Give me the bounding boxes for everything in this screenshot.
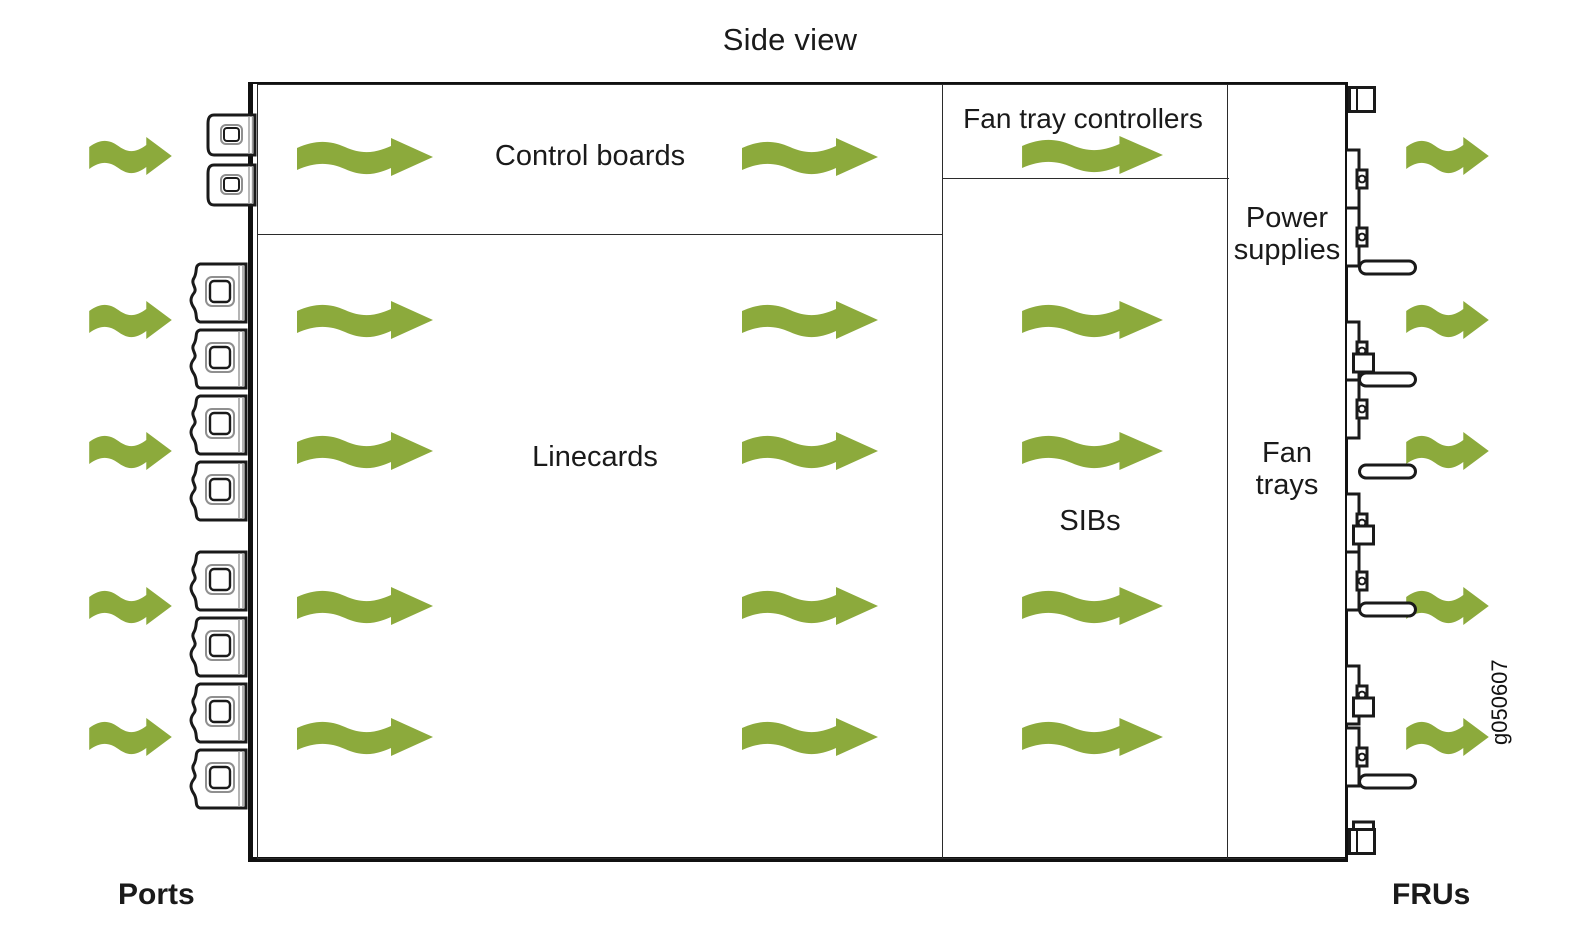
- airflow-arrow: [1020, 583, 1165, 629]
- fru-handle[interactable]: [1358, 462, 1418, 487]
- airflow-arrow: [740, 428, 880, 474]
- label-sibs: SIBs: [1059, 505, 1121, 537]
- label-power-supplies: Power supplies: [1228, 202, 1346, 267]
- airflow-arrow: [740, 583, 880, 629]
- chassis-right-edge: [1345, 84, 1348, 860]
- airflow-arrow: [1020, 132, 1165, 178]
- fru-latch[interactable]: [1345, 206, 1371, 273]
- airflow-arrow: [88, 133, 173, 179]
- port-module-small[interactable]: [205, 163, 263, 207]
- port-module-large[interactable]: [188, 460, 254, 522]
- fru-latch[interactable]: [1345, 378, 1371, 445]
- airflow-arrow: [1405, 583, 1490, 629]
- airflow-arrow: [1020, 297, 1165, 343]
- port-module-large[interactable]: [188, 748, 254, 810]
- airflow-arrow: [88, 297, 173, 343]
- airflow-arrow: [1405, 428, 1490, 474]
- airflow-arrow: [295, 134, 435, 180]
- label-fan-trays-line1: Fan: [1262, 437, 1312, 469]
- fru-latch[interactable]: [1345, 726, 1371, 793]
- airflow-arrow: [1405, 297, 1490, 343]
- label-control-boards: Control boards: [494, 140, 686, 172]
- label-fan-trays-line2: trays: [1255, 469, 1319, 502]
- fru-handle[interactable]: [1358, 258, 1418, 283]
- airflow-arrow: [1020, 428, 1165, 474]
- fru-handle[interactable]: [1358, 600, 1418, 625]
- airflow-arrow: [88, 428, 173, 474]
- fru-top-connector: [1348, 86, 1378, 119]
- page-title: Side view: [722, 22, 858, 57]
- fru-latch[interactable]: [1345, 148, 1371, 215]
- port-module-large[interactable]: [188, 550, 254, 612]
- fru-connector-tab: [1352, 524, 1376, 551]
- chassis-inner-panel: [257, 84, 1348, 859]
- label-power-supplies-line2: supplies: [1233, 234, 1341, 267]
- airflow-arrow: [295, 583, 435, 629]
- divider-sib-section: [942, 84, 943, 859]
- port-module-large[interactable]: [188, 682, 254, 744]
- fru-connector-tab: [1352, 696, 1376, 723]
- fru-handle[interactable]: [1358, 772, 1418, 797]
- port-module-large[interactable]: [188, 262, 254, 324]
- airflow-arrow: [295, 428, 435, 474]
- port-module-large[interactable]: [188, 394, 254, 456]
- port-module-large[interactable]: [188, 328, 254, 390]
- divider-fru-section: [1227, 84, 1228, 859]
- airflow-arrow: [295, 297, 435, 343]
- label-linecards: Linecards: [532, 441, 658, 473]
- airflow-arrow: [88, 583, 173, 629]
- label-fan-trays: Fan trays: [1228, 437, 1346, 502]
- airflow-arrow: [1405, 133, 1490, 179]
- airflow-arrow: [1020, 714, 1165, 760]
- caption-ports: Ports: [118, 878, 195, 911]
- divider-control-boards: [257, 234, 943, 235]
- fru-latch[interactable]: [1345, 550, 1371, 617]
- port-module-large[interactable]: [188, 616, 254, 678]
- airflow-arrow: [88, 714, 173, 760]
- airflow-arrow: [295, 714, 435, 760]
- airflow-arrow: [740, 714, 880, 760]
- airflow-arrow: [740, 297, 880, 343]
- divider-fan-tray-controllers: [942, 178, 1229, 179]
- caption-frus: FRUs: [1392, 878, 1471, 911]
- airflow-arrow: [740, 134, 880, 180]
- fru-handle[interactable]: [1358, 370, 1418, 395]
- figure-id-watermark: g050607: [1487, 659, 1512, 745]
- fru-top-connector: [1348, 828, 1378, 861]
- label-fan-tray-controllers: Fan tray controllers: [963, 103, 1203, 134]
- airflow-arrow: [1405, 714, 1490, 760]
- port-module-small[interactable]: [205, 113, 263, 157]
- label-power-supplies-line1: Power: [1245, 202, 1329, 234]
- fru-connector-tab: [1352, 352, 1376, 379]
